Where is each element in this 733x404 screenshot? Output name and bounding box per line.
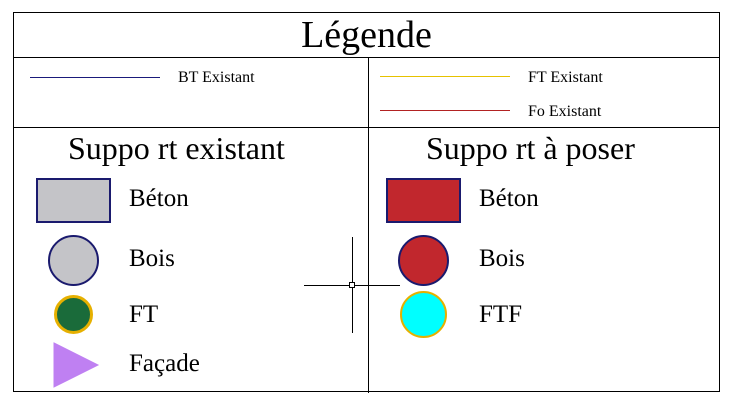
purple-triangle-icon [53, 342, 100, 388]
existing-facade-label: Façade [129, 350, 200, 377]
grey-rectangle-icon [36, 178, 111, 223]
legend-title: Légende [301, 14, 432, 56]
to-install-bois-label: Bois [479, 245, 525, 272]
red-rectangle-icon [386, 178, 461, 223]
ft-existing-line-sample [380, 76, 510, 77]
fo-existing-line-sample [380, 110, 510, 111]
lines-column-divider [368, 57, 369, 127]
lines-divider [14, 127, 719, 128]
crosshair-pick-box [349, 282, 355, 288]
title-divider [14, 57, 719, 58]
to-install-support-heading: Suppo rt à poser [426, 130, 635, 166]
grey-circle-icon [48, 235, 99, 286]
existing-bois-label: Bois [129, 245, 175, 272]
supports-column-divider [368, 127, 369, 393]
bt-existing-line-sample [30, 77, 160, 78]
bt-existing-label: BT Existant [178, 69, 255, 86]
red-circle-icon [398, 235, 449, 286]
green-circle-icon [54, 295, 93, 334]
cyan-circle-icon [400, 291, 447, 338]
existing-ft-label: FT [129, 301, 159, 328]
to-install-beton-label: Béton [479, 185, 539, 212]
legend-box: Légende BT Existant FT Existant Fo Exist… [13, 12, 720, 393]
existing-support-heading: Suppo rt existant [68, 130, 285, 166]
to-install-ftf-label: FTF [479, 301, 523, 328]
existing-beton-label: Béton [129, 185, 189, 212]
ft-existing-label: FT Existant [528, 69, 603, 86]
fo-existing-label: Fo Existant [528, 103, 602, 120]
